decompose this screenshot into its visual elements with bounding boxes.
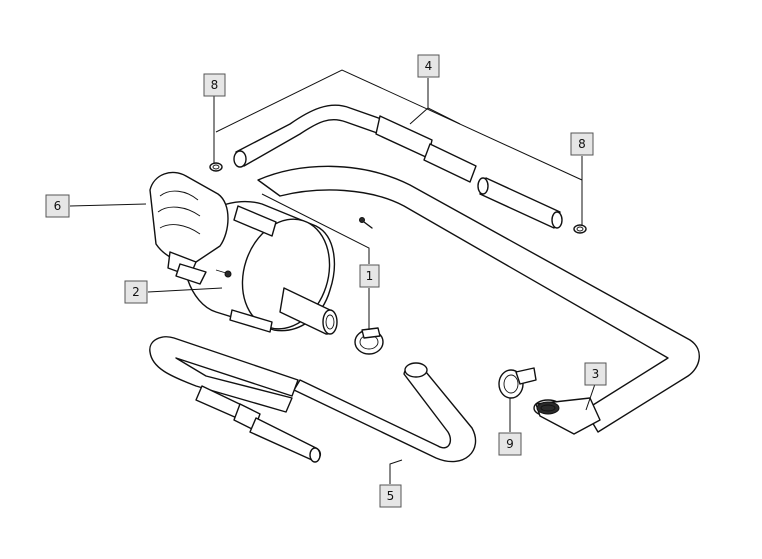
clamp-1	[354, 327, 384, 355]
callout-8-left-label: 8	[211, 78, 219, 92]
hose-3	[257, 165, 700, 435]
callout-6-label: 6	[54, 199, 62, 213]
callout-1: 1	[359, 264, 380, 288]
callout-5: 5	[379, 484, 402, 508]
callout-8-right-label: 8	[578, 137, 586, 151]
hose-5	[293, 362, 477, 463]
callout-5-label: 5	[387, 489, 395, 503]
callout-9: 9	[498, 432, 522, 456]
connector-6	[149, 171, 229, 285]
callout-1-label: 1	[366, 269, 374, 283]
hose-4	[233, 104, 563, 229]
leader-lines	[69, 69, 596, 484]
hose-5-left	[149, 336, 322, 463]
callout-4-label: 4	[425, 59, 433, 73]
clip-8-left	[209, 162, 223, 172]
callout-6: 6	[45, 194, 70, 218]
callout-2: 2	[124, 280, 148, 304]
callout-8-right: 8	[570, 132, 594, 156]
bolt	[359, 217, 373, 229]
callout-4: 4	[417, 54, 440, 78]
clip-8-right	[573, 224, 587, 234]
callout-9-label: 9	[506, 437, 514, 451]
clamp-9	[498, 367, 537, 399]
callout-2-label: 2	[132, 285, 140, 299]
callout-3: 3	[584, 362, 607, 386]
callout-3-label: 3	[592, 367, 600, 381]
callout-8-left: 8	[203, 73, 226, 97]
